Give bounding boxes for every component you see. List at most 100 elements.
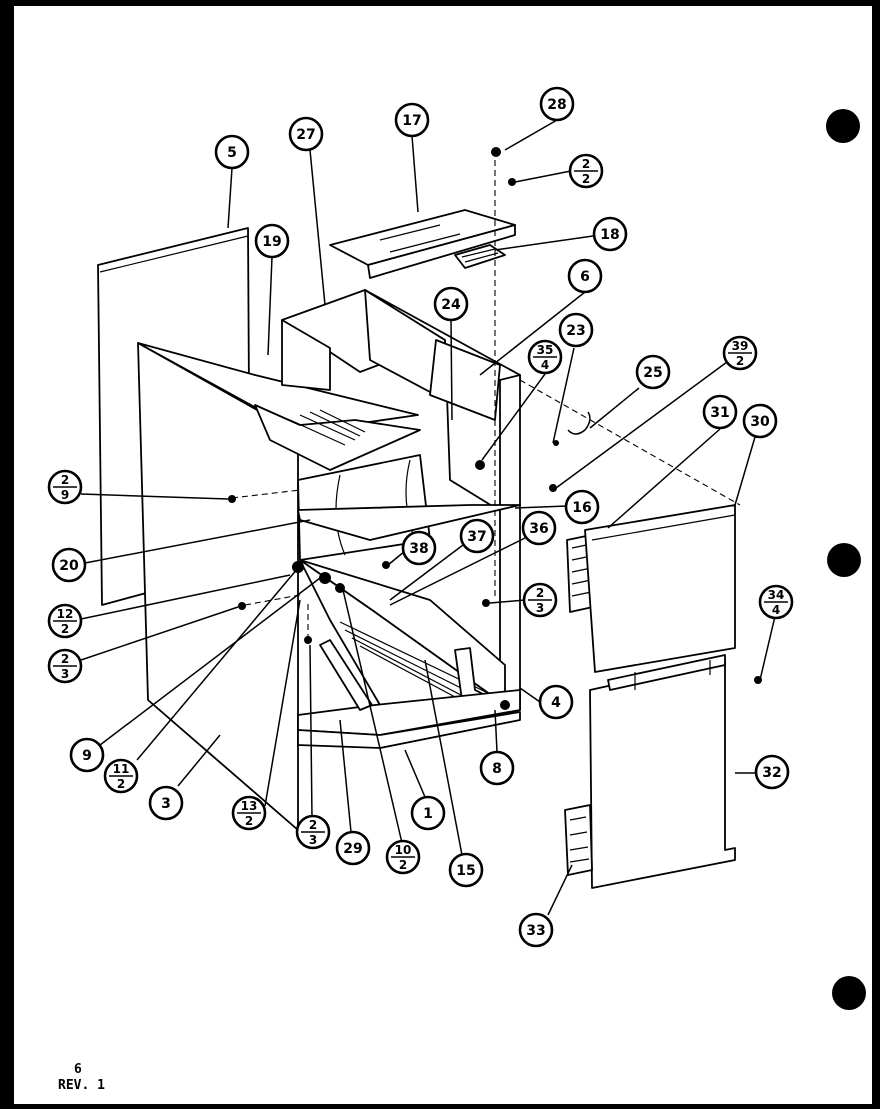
callout-number: 5: [227, 145, 237, 161]
callout-number: 20: [59, 558, 79, 574]
top-cover-slots: [379, 224, 461, 253]
callout-20: 20: [51, 547, 87, 583]
callout-31: 31: [702, 394, 738, 430]
callout-numerator: 2: [61, 473, 69, 487]
callout-numerator: 13: [241, 799, 258, 813]
callout-3: 3: [148, 785, 184, 821]
part-32-hooks: [634, 660, 711, 690]
part-coil-bracket-29: [319, 639, 373, 711]
callout-number: 9: [82, 748, 92, 764]
callout-number: 3: [161, 796, 171, 812]
callout-6: 6: [567, 258, 603, 294]
callout-number: 29: [343, 841, 362, 857]
callout-16: 16: [564, 489, 600, 525]
callout-36: 36: [521, 510, 557, 546]
callout-25: 25: [635, 354, 671, 390]
callout-number: 32: [762, 765, 781, 781]
callout-number: 1: [423, 806, 433, 822]
part-top-rail-19: [137, 342, 419, 433]
callout-numerator: 11: [113, 762, 130, 776]
binder-hole-bottom: [832, 976, 866, 1010]
binder-hole-middle: [827, 543, 861, 577]
callout-numerator: 34: [768, 588, 785, 602]
callout-1: 1: [410, 795, 446, 831]
callout-denominator: 9: [61, 488, 69, 502]
callout-12-2: 122: [47, 603, 83, 639]
callout-number: 16: [572, 500, 591, 516]
part-access-panel-upper-30: [584, 504, 736, 673]
part-divider-16: [297, 504, 521, 541]
page-number: 6: [74, 1062, 82, 1077]
callout-32: 32: [754, 754, 790, 790]
part-top-cover-edge-17: [367, 224, 516, 279]
callout-10-2: 102: [385, 839, 421, 875]
callout-denominator: 2: [582, 172, 590, 186]
callout-29: 29: [335, 830, 371, 866]
part-wire-harness-25: [567, 411, 591, 435]
callout-denominator: 4: [772, 603, 780, 617]
callout-denominator: 3: [309, 833, 317, 847]
callout-23: 23: [558, 312, 594, 348]
callout-number: 24: [441, 297, 461, 313]
callout-numerator: 35: [537, 343, 554, 357]
callout-numerator: 2: [61, 652, 69, 666]
callout-number: 8: [492, 761, 502, 777]
callout-15: 15: [448, 852, 484, 888]
callout-8: 8: [479, 750, 515, 786]
part-gasket-18: [454, 244, 506, 269]
coil-fins: [339, 621, 491, 706]
callout-38: 38: [401, 530, 437, 566]
callout-number: 31: [710, 405, 729, 421]
callout-numerator: 39: [732, 339, 749, 353]
part-32-hanger-rail: [607, 654, 726, 691]
callout-number: 25: [643, 365, 662, 381]
callout-number: 33: [526, 923, 545, 939]
callout-18: 18: [592, 216, 628, 252]
part-insulation-33: [564, 804, 593, 876]
callout-number: 27: [296, 127, 315, 143]
callout-2-3b: 23: [522, 582, 558, 618]
callout-37: 37: [459, 518, 495, 554]
callout-2-2: 22: [568, 153, 604, 189]
callout-11-2: 112: [103, 758, 139, 794]
part-base-1: [297, 711, 521, 749]
guide-lines-screws: [231, 489, 309, 640]
callout-denominator: 2: [245, 814, 253, 828]
callout-34-4: 344: [758, 584, 794, 620]
callout-number: 36: [529, 521, 548, 537]
callout-number: 23: [566, 323, 585, 339]
callout-number: 6: [580, 269, 590, 285]
callout-39-2: 392: [722, 335, 758, 371]
callout-24: 24: [433, 286, 469, 322]
callout-denominator: 2: [61, 622, 69, 636]
callout-27: 27: [288, 116, 324, 152]
callout-13-2: 132: [231, 795, 267, 831]
callout-9: 9: [69, 737, 105, 773]
revision-label: REV. 1: [58, 1078, 105, 1093]
callout-2-3c: 23: [295, 814, 331, 850]
blower-wheel-fins: [289, 409, 366, 446]
callout-numerator: 2: [536, 586, 544, 600]
binder-hole-top: [826, 109, 860, 143]
gasket-texture: [461, 248, 499, 263]
insulation-texture: [569, 816, 590, 863]
callout-19: 19: [254, 223, 290, 259]
callout-5: 5: [214, 134, 250, 170]
callout-numerator: 12: [57, 607, 74, 621]
callout-number: 37: [467, 529, 486, 545]
callout-denominator: 2: [736, 354, 744, 368]
callout-number: 30: [750, 414, 770, 430]
callout-numerator: 2: [582, 157, 590, 171]
part-access-panel-lower-32: [589, 659, 736, 889]
callout-28: 28: [539, 86, 575, 122]
callout-number: 28: [547, 97, 566, 113]
callout-denominator: 3: [536, 601, 544, 615]
guide-line-diagonal: [519, 379, 741, 506]
callout-4: 4: [538, 684, 574, 720]
callout-number: 17: [402, 113, 421, 129]
part-5-flange: [99, 235, 249, 273]
callout-denominator: 2: [399, 858, 407, 872]
callout-17: 17: [394, 102, 430, 138]
